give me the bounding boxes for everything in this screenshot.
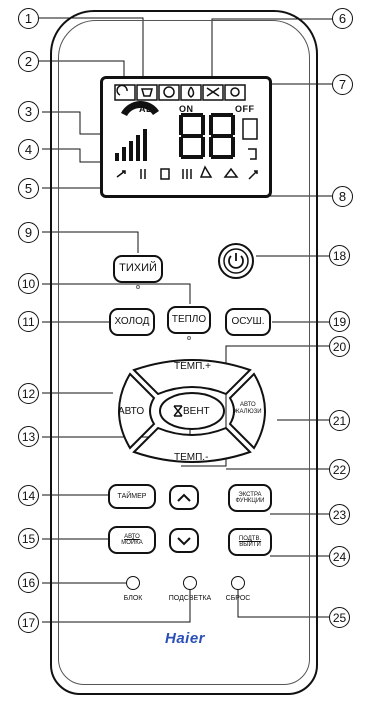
extra-functions-line1: ЭКСТРА [238,491,262,498]
lcd-graphics [114,84,258,180]
fan-label: ВЕНТ [183,406,210,417]
power-icon [223,248,249,274]
callout-25: 25 [329,607,350,628]
temp-down-button[interactable] [132,426,252,463]
down-arrow-button[interactable] [169,528,199,553]
auto-louvers-label-line1: АВТО [239,402,256,408]
confirm-exit-line2: ВЫЙТИ [239,542,261,548]
backlight-button[interactable] [183,576,197,590]
callout-7: 7 [332,74,353,95]
lcd-ab-label: AB [139,104,153,114]
extra-functions-line2: ФУНКЦИИ [235,498,265,504]
dpad-cluster [118,359,266,463]
auto-louvers-label: АВТО ЖАЛЮЗИ [234,402,262,416]
lock-button[interactable] [126,576,140,590]
remote-body [50,10,318,695]
callout-13: 13 [18,426,39,447]
brand-logo: Haier [164,630,206,647]
fan-button[interactable] [159,392,225,430]
timer-button[interactable]: ТАЙМЕР [108,484,156,509]
callout-16: 16 [18,572,39,593]
callout-18: 18 [329,245,350,266]
auto-mode-button[interactable] [118,372,156,450]
auto-wash-line2: МОЙКА [121,540,143,546]
lcd-on-label: ON [179,104,194,114]
temp-up-button[interactable] [132,359,252,396]
cool-button[interactable]: ХОЛОД [109,308,155,336]
chevron-down-icon [177,536,191,545]
chevron-up-icon [177,493,191,502]
auto-louvers-button[interactable] [228,372,266,450]
fan-icon [173,405,183,417]
callout-4: 4 [18,139,39,160]
auto-louvers-label-line2: ЖАЛЮЗИ [234,409,262,416]
callout-21: 21 [329,410,350,431]
extra-functions-button[interactable]: ЭКСТРА ФУНКЦИИ [228,484,272,512]
callout-17: 17 [18,612,39,633]
auto-mode-label: АВТО [118,406,145,417]
callout-1: 1 [18,8,39,29]
quiet-indicator [136,285,140,289]
callout-10: 10 [18,273,39,294]
callout-24: 24 [329,546,350,567]
callout-12: 12 [18,383,39,404]
power-button[interactable] [218,243,254,279]
callout-20: 20 [329,336,350,357]
backlight-label: ПОДСВЕТКА [168,595,212,602]
remote-inner-outline [58,20,310,685]
confirm-exit-button[interactable]: ПОДТВ. ВЫЙТИ [228,528,272,556]
lcd-display: AB ON OFF [100,76,272,198]
callout-23: 23 [329,504,350,525]
quiet-button[interactable]: ТИХИЙ [113,255,163,283]
heat-indicator [187,336,191,340]
auto-wash-line1: АВТО [124,533,140,540]
callout-9: 9 [18,222,39,243]
callout-11: 11 [18,311,39,332]
callout-5: 5 [18,178,39,199]
up-arrow-button[interactable] [169,485,199,510]
dry-button[interactable]: ОСУШ. [225,308,271,336]
callout-2: 2 [18,51,39,72]
callout-3: 3 [18,101,39,122]
temp-up-label: ТЕМП.+ [174,361,211,372]
callout-8: 8 [332,186,353,207]
confirm-exit-line1: ПОДТВ. [238,535,262,542]
heat-button[interactable]: ТЕПЛО [167,306,211,334]
callout-6: 6 [332,8,353,29]
callout-15: 15 [18,528,39,549]
callout-19: 19 [329,311,350,332]
lock-label: БЛОК [123,595,143,602]
temp-down-label: ТЕМП.- [174,452,209,463]
reset-button[interactable] [231,576,245,590]
lcd-off-label: OFF [235,104,255,114]
reset-label: СБРОС [225,595,251,602]
callout-14: 14 [18,485,39,506]
auto-wash-button[interactable]: АВТО МОЙКА [108,526,156,554]
callout-22: 22 [329,459,350,480]
